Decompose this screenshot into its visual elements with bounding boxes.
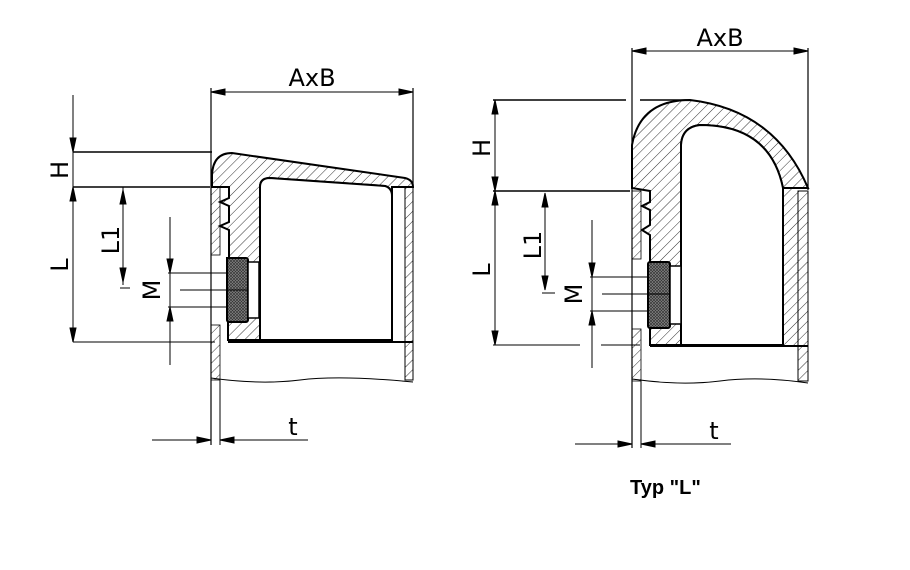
drawing-type-l (491, 47, 810, 448)
label-l1: L1 (519, 231, 547, 260)
caption-type-l: Typ "L" (630, 477, 701, 499)
label-m: M (560, 284, 588, 305)
label-m: M (138, 280, 166, 301)
label-h: H (46, 161, 74, 179)
label-l1: L1 (97, 226, 125, 255)
label-axb: AxB (288, 64, 335, 92)
drawing-standard (69, 88, 415, 445)
label-t: t (288, 413, 297, 441)
label-axb: AxB (696, 24, 743, 52)
label-l: L (46, 258, 74, 272)
label-l: L (468, 263, 496, 277)
label-h: H (468, 139, 496, 157)
label-t: t (709, 417, 718, 445)
